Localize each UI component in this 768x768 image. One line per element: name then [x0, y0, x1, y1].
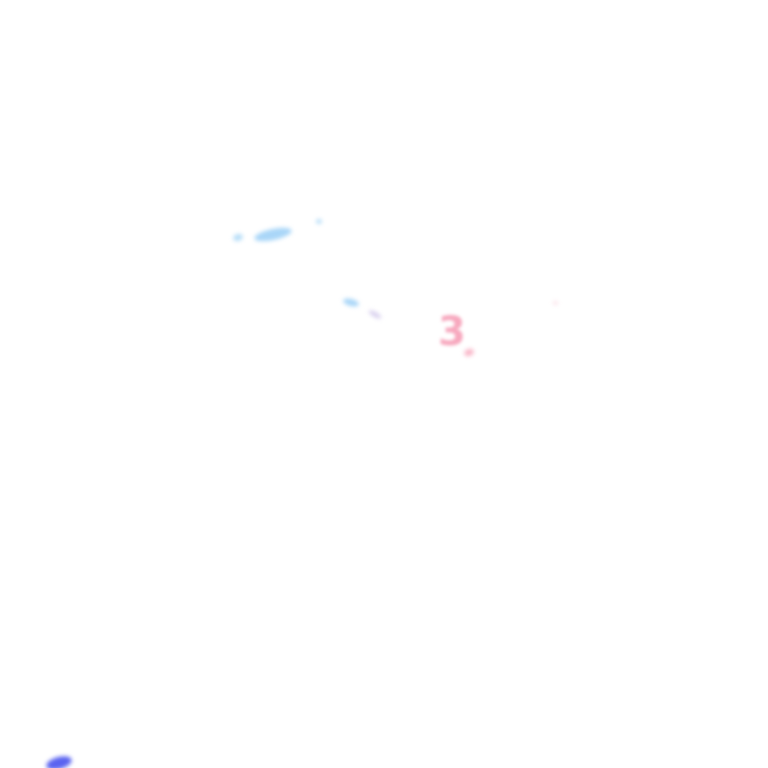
faint-glyph: 3: [438, 309, 466, 355]
blue-blob-corner: [44, 753, 74, 768]
light-blue-smudge-1: [232, 232, 244, 243]
light-blue-pink-dash: [367, 308, 383, 321]
light-blue-smudge-2: [253, 225, 293, 244]
faint-pink-dot: [553, 301, 558, 305]
light-blue-smudge-3: [342, 297, 360, 308]
light-blue-dot: [316, 219, 322, 224]
